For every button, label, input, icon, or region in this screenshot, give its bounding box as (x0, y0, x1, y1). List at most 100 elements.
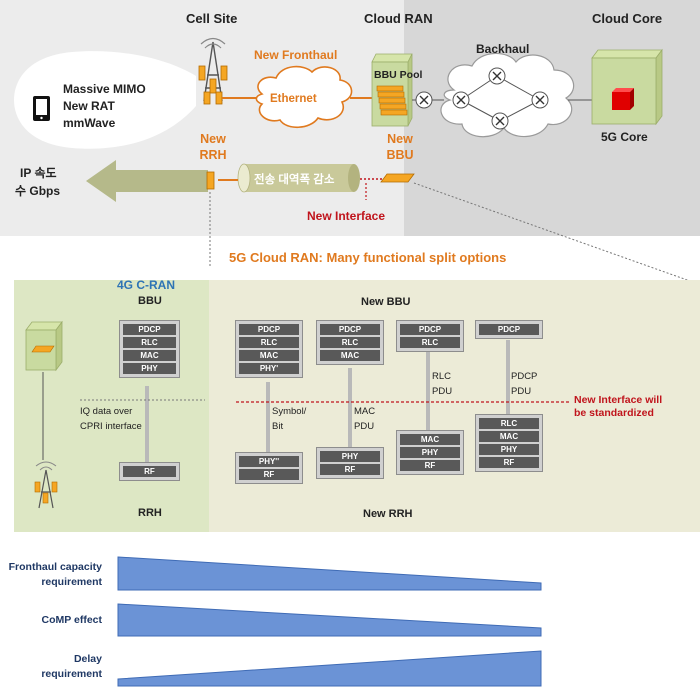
bbu-pool-label: BBU Pool (374, 69, 423, 81)
interface-type-label: RLC (432, 371, 452, 382)
new-bbu-label: New (387, 132, 413, 146)
metric-label: Delay (73, 653, 102, 665)
backhaul-cloud (440, 52, 575, 138)
protocol-layer: PHY (400, 447, 460, 458)
cell-site-title: Cell Site (186, 11, 238, 26)
metric-label: Fronthaul capacity (8, 561, 102, 573)
protocol-layer: RLC (400, 337, 460, 348)
protocol-layer: PDCP (239, 324, 299, 335)
bandwidth-cylinder (237, 163, 360, 193)
iq-data-text: CPRI interface (80, 421, 142, 432)
new-bbu-title: New BBU (361, 296, 411, 308)
standardization-note: be standardized (574, 407, 654, 419)
interface-type-label: PDCP (511, 371, 538, 382)
delay-requirement-wedge (117, 650, 542, 687)
protocol-layer: PHY (320, 451, 380, 462)
new-rrh-label: New (200, 132, 226, 146)
device-line: mmWave (63, 116, 116, 130)
router-icon (488, 67, 506, 85)
new-bbu-unit (380, 173, 415, 183)
interface-type-label: PDU (511, 386, 532, 397)
bandwidth-label: 전송 대역폭 감소 (254, 174, 335, 186)
protocol-layer: MAC (320, 350, 380, 361)
comp-effect-wedge (117, 603, 542, 637)
metric-label: CoMP effect (41, 614, 102, 626)
interface-type-label: PDU (432, 386, 453, 397)
option2-lower-stack: PHY RF (316, 447, 384, 479)
c-ran-upper-stack: PDCP RLC MAC PHY (119, 320, 180, 378)
ip-speed-label: IP 속도 (20, 166, 57, 180)
protocol-layer: PDCP (479, 324, 539, 335)
protocol-layer: RLC (239, 337, 299, 348)
protocol-layer: RF (479, 457, 539, 468)
new-rrh-unit (206, 171, 215, 190)
top-graphics (14, 37, 663, 202)
cloud-ran-title: Cloud RAN (364, 11, 433, 26)
core-box-icon (591, 48, 663, 126)
router-icon (452, 91, 470, 109)
option1-lower-stack: PHY'' RF (235, 452, 303, 484)
protocol-layer: RF (123, 466, 176, 477)
protocol-layer: PHY'' (239, 456, 299, 467)
new-interface-label: New Interface (307, 209, 386, 223)
protocol-layer: RF (239, 469, 299, 480)
new-fronthaul-label: New Fronthaul (254, 48, 338, 62)
bbu-pool-icon (371, 53, 413, 127)
router-icon (531, 91, 549, 109)
protocol-layer: MAC (479, 431, 539, 442)
split-title: 5G Cloud RAN: Many functional split opti… (229, 250, 507, 265)
c-ran-title: 4G C-RAN (117, 278, 176, 292)
device-line: New RAT (63, 99, 115, 113)
c-ran-rrh-label: RRH (138, 507, 162, 519)
new-rrh-label: RRH (199, 148, 227, 162)
protocol-layer: PDCP (320, 324, 380, 335)
protocol-layer: PDCP (123, 324, 176, 335)
protocol-layer: RLC (479, 418, 539, 429)
interface-type-label: PDU (354, 421, 375, 432)
protocol-layer: RLC (320, 337, 380, 348)
fronthaul-capacity-wedge (117, 556, 542, 591)
zoom-lines (209, 182, 691, 282)
c-ran-bbu-label: BBU (138, 295, 162, 307)
backhaul-label: Backhaul (476, 42, 530, 56)
protocol-layer: RF (320, 464, 380, 475)
cell-tower-icon (34, 461, 58, 509)
protocol-layer: RLC (123, 337, 176, 348)
option4-lower-stack: RLC MAC PHY RF (475, 414, 543, 472)
cell-tower-icon (198, 37, 228, 105)
option3-lower-stack: MAC PHY RF (396, 430, 464, 475)
beam-shape (14, 51, 196, 149)
option1-upper-stack: PDCP RLC MAC PHY' (235, 320, 303, 378)
protocol-layer: PDCP (400, 324, 460, 335)
device-line: Massive MIMO (63, 82, 146, 96)
metric-label: requirement (41, 668, 102, 680)
protocol-layer: PHY (123, 363, 176, 374)
phone-icon (33, 96, 50, 121)
bbu-box-icon (25, 320, 63, 372)
metric-label: requirement (41, 576, 102, 588)
iq-data-text: IQ data over (80, 406, 133, 417)
protocol-layer: PHY' (239, 363, 299, 374)
ip-speed-label: 수 Gbps (15, 184, 61, 198)
new-bbu-label: BBU (386, 148, 414, 162)
middle-graphics (25, 320, 570, 509)
interface-type-label: Symbol/ (272, 406, 307, 417)
ip-speed-arrow (86, 160, 208, 202)
ethernet-label: Ethernet (270, 93, 317, 105)
cloud-core-title: Cloud Core (592, 11, 663, 26)
standardization-note: New Interface will (574, 394, 663, 406)
protocol-layer: PHY (479, 444, 539, 455)
option3-upper-stack: PDCP RLC (396, 320, 464, 352)
router-icon (491, 112, 509, 130)
protocol-layer: MAC (400, 434, 460, 445)
option2-upper-stack: PDCP RLC MAC (316, 320, 384, 365)
c-ran-lower-stack: RF (119, 462, 180, 481)
interface-type-label: MAC (354, 406, 376, 417)
option4-upper-stack: PDCP (475, 320, 543, 339)
core-label: 5G Core (601, 130, 648, 144)
protocol-layer: RF (400, 460, 460, 471)
protocol-layer: MAC (123, 350, 176, 361)
protocol-layer: MAC (239, 350, 299, 361)
ethernet-cloud (255, 65, 353, 129)
